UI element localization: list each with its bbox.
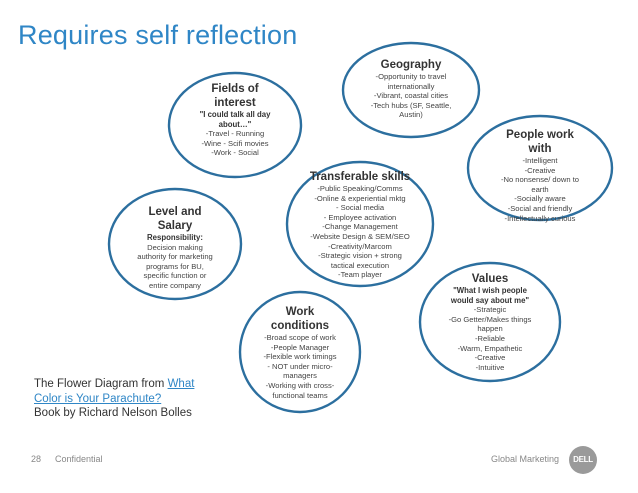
values-line: -Warm, Empathetic bbox=[457, 343, 523, 353]
people-work-with-text: People work with -Intelligent -Creative … bbox=[480, 128, 600, 223]
petal-geography bbox=[341, 41, 481, 139]
book-link-line1: What bbox=[167, 378, 195, 390]
work-line: -Broad scope of work bbox=[264, 333, 336, 342]
level-line: authority for marketing bbox=[137, 252, 213, 262]
geography-line: -Vibrant, coastal cities bbox=[373, 91, 449, 101]
transferable-title: Transferable skills bbox=[309, 171, 411, 183]
fields-line: -Travel - Running bbox=[205, 129, 265, 139]
values-title: Values bbox=[471, 273, 509, 285]
level-and-salary-text: Level and Salary Responsibility: Decisio… bbox=[120, 205, 230, 291]
transferable-line: -Team player bbox=[338, 270, 382, 280]
fields-line: -Wine - Scifi movies bbox=[201, 138, 269, 148]
confidential-label: Confidential bbox=[55, 454, 103, 464]
transferable-line: - Social media bbox=[335, 203, 385, 213]
fields-quote-line2: about…" bbox=[218, 119, 252, 129]
transferable-line: tactical execution bbox=[330, 260, 390, 270]
values-text: Values "What I wish people would say abo… bbox=[430, 272, 550, 372]
level-title-line2: Salary bbox=[157, 220, 193, 232]
transferable-line: -Website Design & SEM/SEO bbox=[310, 231, 410, 241]
people-line: -Intelligent bbox=[522, 156, 558, 165]
group-label: Global Marketing bbox=[491, 454, 560, 464]
transferable-line: -Strategic vision + strong bbox=[318, 251, 402, 261]
fields-title-line1: Fields of bbox=[211, 83, 259, 95]
work-title-line2: conditions bbox=[270, 320, 330, 332]
page-number: 28 bbox=[31, 454, 42, 464]
book-link-line2: Color is Your Parachute? bbox=[34, 392, 162, 405]
values-line: -Reliable bbox=[475, 333, 505, 343]
work-line: -People Manager bbox=[270, 342, 330, 352]
geography-line: internationally bbox=[387, 81, 435, 91]
transferable-line: -Online & experiential mktg bbox=[314, 193, 406, 203]
petal-fields-of-interest bbox=[167, 71, 303, 179]
transferable-line: -Public Speaking/Comms bbox=[317, 184, 403, 193]
people-line: -Socially aware bbox=[514, 194, 566, 204]
level-line: programs for BU, bbox=[146, 261, 204, 271]
level-subtitle: Responsibility: bbox=[147, 233, 203, 242]
work-line: -Flexible work timings bbox=[263, 352, 337, 362]
fields-title-line2: interest bbox=[214, 97, 256, 109]
level-line: Decision making bbox=[147, 242, 203, 252]
transferable-skills-text: Transferable skills -Public Speaking/Com… bbox=[295, 170, 425, 280]
people-line: -No nonsense/ down to bbox=[500, 175, 580, 185]
dell-logo: DELL bbox=[569, 446, 597, 474]
work-line: - NOT under micro- bbox=[267, 361, 333, 371]
values-line: -Go Getter/Makes things bbox=[448, 314, 532, 324]
values-line: -Creative bbox=[474, 353, 506, 363]
geography-text: Geography -Opportunity to travel interna… bbox=[351, 58, 471, 120]
geography-line: Austin) bbox=[399, 110, 423, 120]
caption-prefix: The Flower Diagram from bbox=[34, 378, 168, 390]
fields-quote-line1: "I could talk all day bbox=[199, 110, 271, 119]
level-line: specific function or bbox=[143, 271, 207, 281]
values-line: happen bbox=[477, 324, 503, 334]
level-line: entire company bbox=[149, 280, 201, 290]
work-title-line1: Work bbox=[285, 306, 315, 318]
values-line: -Strategic bbox=[473, 305, 507, 315]
work-line: managers bbox=[283, 371, 317, 381]
work-line: functional teams bbox=[272, 390, 328, 400]
fields-of-interest-text: Fields of interest "I could talk all day… bbox=[180, 82, 290, 158]
people-line: -Social and friendly bbox=[507, 203, 573, 213]
fields-line: -Work - Social bbox=[211, 148, 259, 158]
people-title-line1: People work bbox=[506, 129, 574, 141]
petal-work-conditions bbox=[238, 290, 362, 414]
petal-transferable-skills bbox=[285, 160, 435, 288]
values-quote-line2: would say about me" bbox=[450, 295, 530, 305]
petal-values bbox=[418, 261, 562, 383]
people-line: earth bbox=[531, 184, 549, 194]
geography-title: Geography bbox=[380, 59, 442, 71]
level-title-line1: Level and bbox=[148, 206, 202, 218]
transferable-line: -Change Management bbox=[322, 222, 398, 232]
transferable-line: - Employee activation bbox=[323, 212, 397, 222]
people-title-line2: with bbox=[528, 143, 552, 155]
geography-line: -Tech hubs (SF, Seattle, bbox=[370, 100, 452, 110]
slide-footer: 28 Confidential Global Marketing DELL bbox=[0, 446, 638, 476]
work-line: -Working with cross- bbox=[265, 380, 335, 390]
transferable-line: -Creativity/Marcom bbox=[328, 241, 392, 251]
values-quote-line1: "What I wish people bbox=[453, 286, 527, 295]
slide-title: Requires self reflection bbox=[18, 20, 298, 50]
geography-line: -Opportunity to travel bbox=[375, 72, 447, 81]
values-line: -Intuitive bbox=[475, 362, 505, 372]
people-line: -Intellectually curious bbox=[504, 213, 576, 223]
book-author: Book by Richard Nelson Bolles bbox=[34, 407, 192, 419]
petal-level-and-salary bbox=[107, 187, 243, 301]
petal-people-work-with bbox=[466, 114, 614, 222]
people-line: -Creative bbox=[524, 165, 556, 175]
work-conditions-text: Work conditions -Broad scope of work -Pe… bbox=[245, 305, 355, 400]
